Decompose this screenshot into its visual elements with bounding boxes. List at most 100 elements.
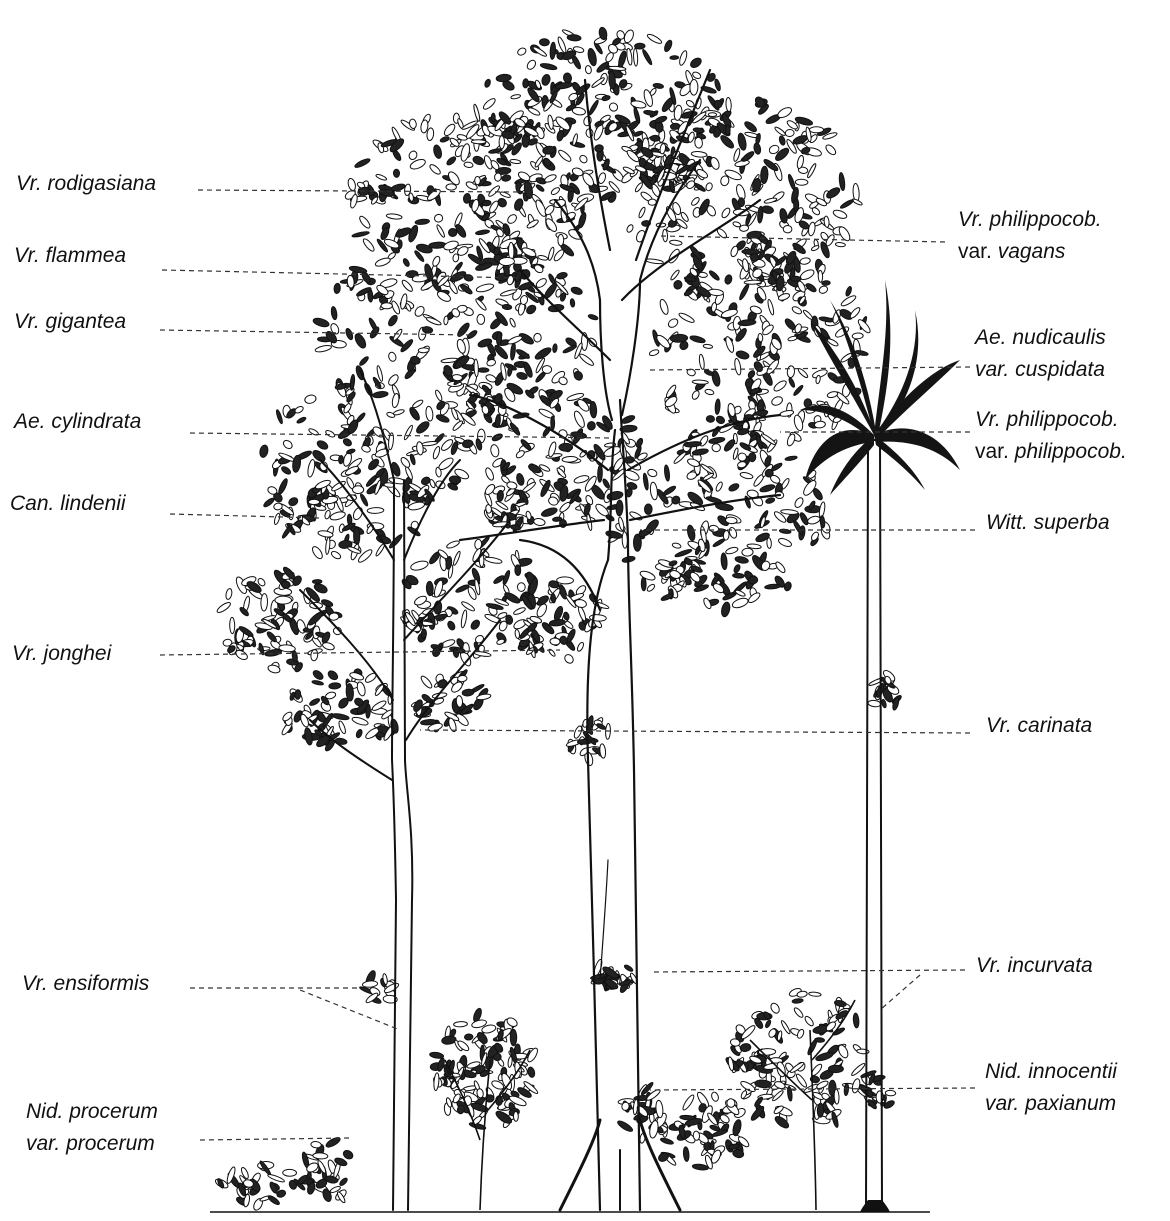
leaf-icon: [642, 473, 649, 490]
leaf-icon: [649, 349, 660, 357]
leaf-icon: [808, 222, 816, 236]
label-genus: Nid.: [985, 1060, 1022, 1083]
leaf-icon: [510, 159, 521, 164]
leaf-icon: [345, 328, 354, 341]
leaf-icon: [443, 316, 448, 325]
leaf-icon: [733, 148, 741, 162]
leaf-icon: [353, 486, 364, 494]
leaf-icon: [491, 433, 503, 442]
leaf-icon: [725, 125, 730, 135]
leaf-icon: [710, 1091, 719, 1102]
leaf-icon: [809, 992, 822, 997]
leaf-icon: [350, 374, 356, 390]
leaf-icon: [329, 510, 346, 521]
leaf-icon: [549, 619, 566, 627]
leaf-icon: [311, 1141, 322, 1148]
label-variety: cuspidata: [1015, 358, 1105, 381]
leaf-icon: [443, 239, 460, 251]
label-var: var.: [26, 1132, 60, 1155]
leaf-icon: [720, 207, 731, 219]
leaf-icon: [550, 186, 561, 196]
label-genus: Vr.: [16, 172, 42, 195]
leaf-icon: [805, 282, 818, 293]
leaf-icon: [668, 560, 677, 567]
leaf-icon: [409, 454, 416, 466]
leaf-icon: [740, 471, 754, 479]
leaf-icon: [267, 1173, 285, 1183]
leaf-icon: [825, 186, 841, 200]
leaf-icon: [418, 348, 429, 353]
label-vr-flammea: Vr. flammea: [14, 240, 126, 272]
leaf-icon: [646, 583, 656, 592]
leaf-icon: [623, 964, 633, 973]
leaf-icon: [404, 466, 413, 480]
leader-line: [880, 975, 920, 1010]
leaf-icon: [408, 406, 421, 422]
leaf-icon: [525, 303, 537, 315]
leaf-icon: [767, 299, 775, 315]
leaf-icon: [567, 34, 581, 41]
leaf-icon: [635, 437, 644, 448]
leaf-icon: [776, 106, 793, 120]
leaf-icon: [740, 1043, 752, 1053]
leaf-icon: [670, 56, 679, 60]
leaf-icon: [387, 314, 399, 328]
leaf-icon: [683, 1147, 690, 1162]
label-variety: paxianum: [1025, 1092, 1116, 1115]
leaf-icon: [772, 379, 787, 393]
leaf-icon: [507, 1056, 512, 1067]
leaf-icon: [835, 242, 845, 247]
leaf-icon: [758, 333, 763, 342]
leaf-icon: [259, 444, 269, 458]
leaf-icon: [419, 675, 433, 690]
leaf-icon: [428, 163, 441, 176]
leaf-icon: [635, 43, 646, 49]
leaf-icon: [347, 178, 357, 192]
leaf-icon: [692, 1163, 709, 1170]
leaf-icon: [462, 689, 474, 697]
leaf-icon: [578, 154, 588, 164]
leaf-icon: [477, 314, 485, 325]
label-epithet: flammea: [46, 244, 127, 267]
leaf-icon: [708, 436, 725, 444]
label-witt-superba: Witt. superba: [986, 507, 1110, 539]
leaf-icon: [630, 100, 646, 109]
label-epithet: cylindrata: [51, 410, 141, 433]
leaf-icon: [793, 496, 804, 509]
leaf-icon: [557, 577, 574, 584]
leaf-icon: [818, 285, 829, 295]
leaf-icon: [216, 601, 232, 614]
leaf-icon: [692, 380, 708, 385]
leaf-icon: [704, 369, 714, 376]
label-vr-rodigasiana: Vr. rodigasiana: [16, 168, 156, 200]
label-vr-incurvata: Vr. incurvata: [976, 950, 1093, 982]
leaf-icon: [588, 99, 600, 115]
leaf-icon: [739, 225, 749, 232]
leaf-icon: [641, 49, 653, 66]
leaf-icon: [647, 468, 658, 477]
leaf-icon: [362, 980, 378, 988]
leaf-icon: [802, 309, 813, 320]
leaf-icon: [654, 115, 667, 124]
leaf-icon: [794, 198, 799, 211]
leaf-icon: [421, 441, 437, 447]
label-genus: Can.: [10, 492, 54, 515]
leaf-icon: [589, 401, 597, 418]
label-epithet: superba: [1034, 511, 1110, 534]
leaf-icon: [485, 504, 492, 513]
leaf-icon: [624, 456, 635, 463]
leaf-icon: [663, 39, 673, 52]
leaf-icon: [840, 198, 855, 209]
leaf-icon: [673, 279, 683, 290]
leaf-icon: [788, 377, 796, 388]
leaf-icon: [296, 416, 306, 424]
leaf-icon: [660, 1137, 674, 1145]
leaf-icon: [667, 317, 680, 329]
leaf-icon: [501, 174, 511, 182]
leaf-icon: [728, 482, 740, 492]
leaf-icon: [655, 1100, 664, 1118]
leaf-icon: [484, 79, 492, 88]
leaf-icon: [638, 206, 646, 218]
leaf-icon: [770, 395, 783, 407]
